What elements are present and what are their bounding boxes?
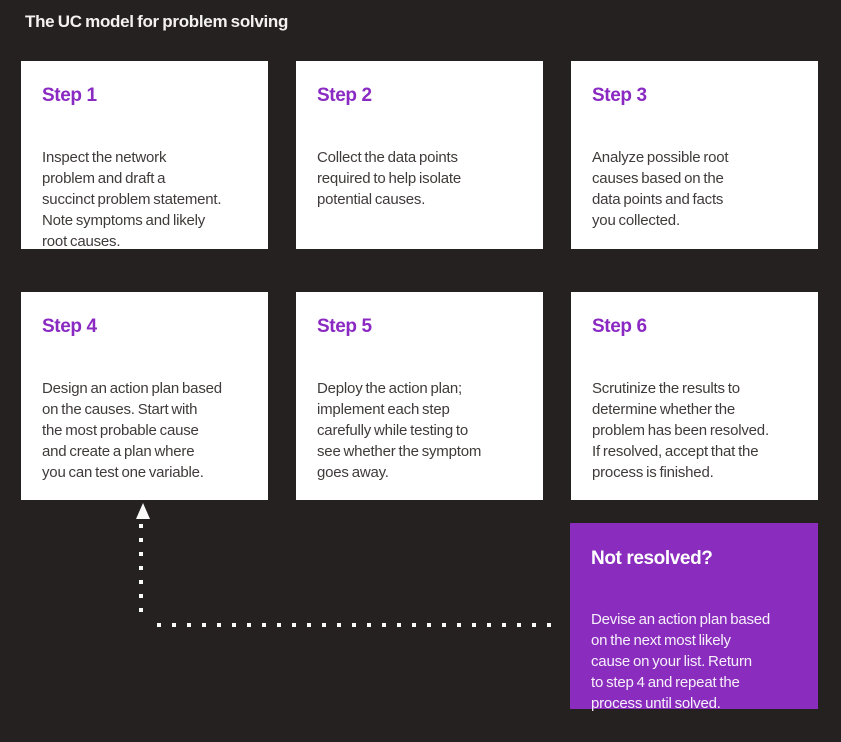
step-6-description: Scrutinize the results to determine whet… xyxy=(592,380,769,481)
step-1-description: Inspect the network problem and draft a … xyxy=(42,149,222,250)
step-3-description: Analyze possible root causes based on th… xyxy=(592,149,729,229)
step-4-label: Step 4 xyxy=(42,316,97,337)
step-6-label: Step 6 xyxy=(592,316,647,337)
step-4-description: Design an action plan based on the cause… xyxy=(42,380,222,481)
not-resolved-description: Devise an action plan based on the next … xyxy=(591,611,771,712)
step-2-label: Step 2 xyxy=(317,85,372,106)
arrow-horizontal-dotted-line xyxy=(157,623,553,627)
arrow-up-head-icon xyxy=(136,503,150,519)
not-resolved-label: Not resolved? xyxy=(591,548,713,569)
step-2-card: Step 2 Collect the data points required … xyxy=(296,61,543,249)
step-2-description: Collect the data points required to help… xyxy=(317,149,461,208)
step-3-card: Step 3 Analyze possible root causes base… xyxy=(571,61,818,249)
step-5-label: Step 5 xyxy=(317,316,372,337)
step-1-label: Step 1 xyxy=(42,85,97,106)
page-title: The UC model for problem solving xyxy=(25,12,289,31)
step-5-card: Step 5 Deploy the action plan; implement… xyxy=(296,292,543,500)
arrow-vertical-dotted-line xyxy=(139,524,143,616)
step-5-description: Deploy the action plan; implement each s… xyxy=(317,380,482,481)
not-resolved-card: Not resolved? Devise an action plan base… xyxy=(570,523,818,712)
step-4-card: Step 4 Design an action plan based on th… xyxy=(21,292,268,500)
step-1-card: Step 1 Inspect the network problem and d… xyxy=(21,61,268,250)
step-6-card: Step 6 Scrutinize the results to determi… xyxy=(571,292,818,500)
step-3-label: Step 3 xyxy=(592,85,647,106)
